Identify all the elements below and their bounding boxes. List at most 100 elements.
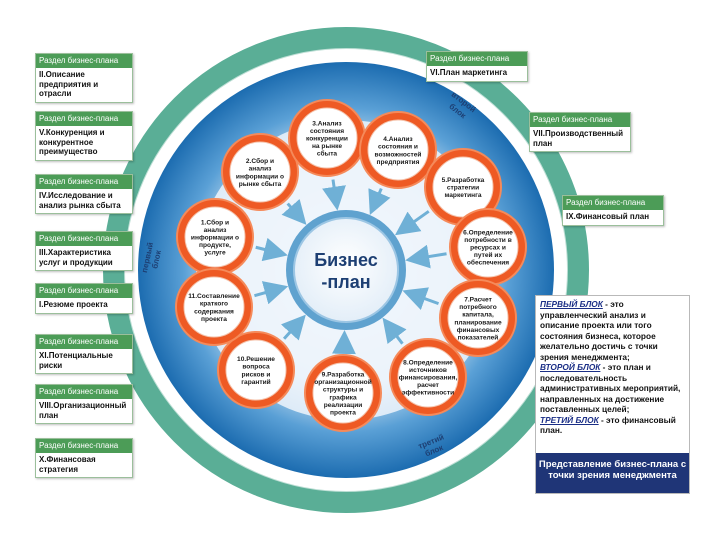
section-card-title: X.Финансовая стратегия (39, 455, 96, 474)
process-node-text: потребности в (464, 236, 512, 244)
section-card-ii: Раздел бизнес-плана II.Описание предприя… (35, 53, 133, 103)
section-card-xi: Раздел бизнес-плана XI.Потенциальные рис… (35, 334, 133, 374)
process-node-text: 10.Решение (237, 356, 275, 363)
process-node-text: реализации (324, 402, 363, 409)
process-node-text: предприятия (377, 159, 420, 166)
process-node-text: конкуренции (306, 136, 348, 143)
process-node-text: обеспечения (467, 259, 509, 267)
process-node-text: эффективности (402, 390, 454, 397)
section-card-header: Раздел бизнес-плана (36, 284, 132, 298)
section-card-x: Раздел бизнес-плана X.Финансовая стратег… (35, 438, 133, 478)
section-card-title: II.Описание предприятия и отрасли (39, 70, 99, 98)
process-node-text: анализ (204, 227, 228, 234)
section-card-vi: Раздел бизнес-плана VI.План маркетинга (426, 51, 528, 82)
process-node-text: рисков и (242, 371, 271, 378)
node-arrow (281, 198, 307, 225)
section-card-header: Раздел бизнес-плана (36, 54, 132, 68)
legend-block3-label: ТРЕТИЙ БЛОК (540, 414, 599, 425)
process-node-text: маркетинга (444, 192, 481, 199)
node-arrow (255, 237, 288, 262)
process-node-8: 8.Определениеисточниковфинансирования,ра… (389, 338, 467, 416)
process-node-text: путей их (474, 251, 503, 259)
section-card-title: VIII.Организационный план (39, 401, 127, 420)
process-node-text: 1.Сбор и (201, 218, 229, 226)
process-node-text: 6.Определение (463, 229, 513, 236)
process-node-text: потребного (459, 303, 496, 311)
section-card-title: III.Характеристика услуг и продукции (39, 248, 113, 267)
process-node-text: проекта (201, 316, 227, 323)
section-card-header: Раздел бизнес-плана (36, 335, 132, 349)
legend-footer: Представление бизнес-плана с точки зрени… (536, 453, 689, 493)
section-card-header: Раздел бизнес-плана (36, 232, 132, 246)
section-card-vii: Раздел бизнес-плана VII.Производственный… (529, 112, 631, 152)
process-node-text: структуры и (323, 387, 363, 394)
section-card-header: Раздел бизнес-плана (36, 112, 132, 126)
process-node-text: графика (329, 394, 357, 401)
process-node-text: 2.Сбор и (246, 157, 274, 165)
node-arrow (382, 317, 407, 345)
process-node-text: состояния и (378, 144, 418, 151)
section-card-title: VI.План маркетинга (430, 68, 508, 77)
process-node-text: ресурсах и (470, 245, 506, 252)
process-node-text: содержания (194, 308, 234, 315)
legend-block2-label: ВТОРОЙ БЛОК (540, 362, 601, 372)
section-card-i: Раздел бизнес-плана I.Резюме проекта (35, 283, 133, 314)
process-node-text: капитала, (462, 312, 494, 319)
process-node-text: рынке сбыта (239, 180, 282, 188)
process-node-text: информации о (236, 173, 284, 180)
process-node-text: услуге (204, 250, 226, 257)
section-card-title: I.Резюме проекта (39, 300, 108, 309)
process-node-text: краткого (200, 301, 228, 308)
section-card-title: IX.Финансовый план (566, 212, 650, 221)
node-arrow (368, 187, 391, 215)
legend-box: ПЕРВЫЙ БЛОК - это управленческий анализ … (535, 295, 690, 494)
section-card-header: Раздел бизнес-плана (36, 439, 132, 453)
legend-text: ПЕРВЫЙ БЛОК - это управленческий анализ … (536, 296, 689, 439)
legend-block1-text: - это управленческий анализ и описание п… (540, 299, 658, 362)
process-node-text: 11.Составление (188, 293, 240, 300)
process-node-text: финансирования, (399, 375, 458, 382)
section-card-viii: Раздел бизнес-плана VIII.Организационный… (35, 384, 133, 424)
section-card-v: Раздел бизнес-плана V.Конкуренция и конк… (35, 111, 133, 161)
section-card-header: Раздел бизнес-плана (36, 175, 132, 189)
process-node-text: организационной (314, 378, 372, 386)
section-card-header: Раздел бизнес-плана (427, 52, 527, 66)
process-node-text: проекта (330, 410, 356, 417)
section-card-header: Раздел бизнес-плана (530, 113, 630, 127)
process-node-text: планирование (454, 319, 502, 326)
process-node-text: 4.Анализ (383, 136, 413, 143)
process-node-text: 9.Разработка (322, 371, 365, 379)
process-node-text: сбыта (317, 150, 338, 158)
node-arrow (405, 244, 447, 269)
process-node-7: 7.Расчетпотребногокапитала,планированиеф… (439, 279, 517, 357)
center-circle (293, 217, 399, 323)
legend-block3-text: - это финансовый план. (540, 414, 676, 436)
process-node-text: расчет (417, 382, 440, 389)
process-node-text: 7.Расчет (464, 297, 492, 304)
center-title-line2: -план (321, 272, 370, 292)
process-node-text: информации о (191, 235, 239, 242)
section-card-title: IV.Исследование и анализ рынка сбыта (39, 191, 121, 210)
ring-label-first-line2: блок (150, 248, 163, 269)
section-card-title: VII.Производственный план (533, 129, 624, 148)
process-node-text: на рынке (312, 143, 342, 150)
section-card-iv: Раздел бизнес-плана IV.Исследование и ан… (35, 174, 133, 214)
node-arrow (254, 281, 289, 305)
section-card-title: V.Конкуренция и конкурентное преимуществ… (39, 128, 105, 156)
process-node-text: показателей (458, 334, 499, 342)
process-node-text: возможностей (375, 150, 422, 158)
process-node-text: гарантий (241, 378, 270, 386)
process-node-text: 8.Определение (403, 359, 453, 366)
section-card-title: XI.Потенциальные риски (39, 351, 113, 370)
process-node-text: стратегии (447, 185, 479, 192)
node-arrow (280, 314, 306, 341)
center-title-line1: Бизнес (314, 250, 378, 270)
